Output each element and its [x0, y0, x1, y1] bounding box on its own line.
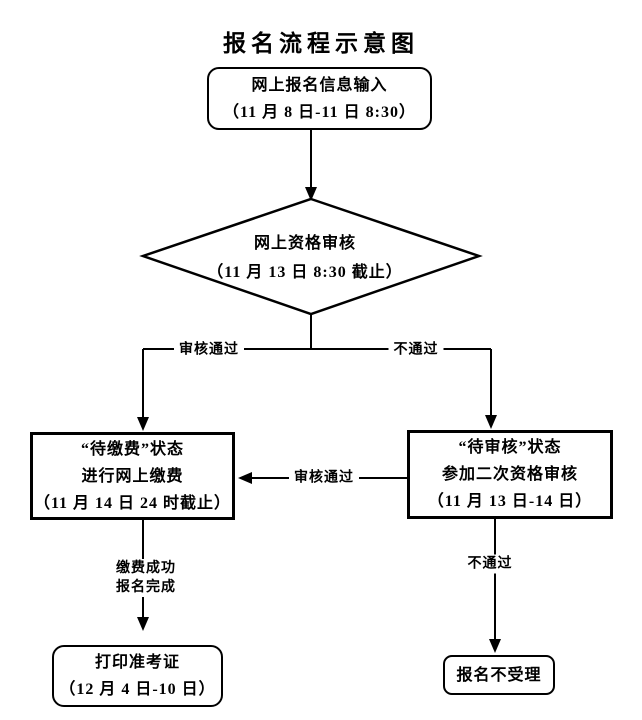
- node-pending-payment-line1: “待缴费”状态: [80, 440, 184, 458]
- node-pending-review-line1: “待审核”状态: [458, 439, 562, 456]
- arrowhead-to-pay-left: [238, 472, 252, 484]
- node-online-review-line1: 网上资格审核: [253, 235, 357, 252]
- node-online-input: 网上报名信息输入 （11 月 8 日-11 日 8:30）: [207, 67, 432, 130]
- label-review-fail: 不通过: [388, 340, 444, 360]
- node-print-ticket-line2: （12 月 4 日-10 日）: [59, 681, 216, 698]
- label-fail-bottom: 不通过: [462, 554, 518, 574]
- node-pending-review-line3: （11 月 13 日-14 日）: [427, 493, 593, 510]
- arrowhead-to-print: [137, 617, 149, 631]
- node-online-review-line2: （11 月 13 日 8:30 截止）: [207, 264, 403, 281]
- arrowhead-to-reject: [489, 639, 501, 653]
- node-print-ticket-line1: 打印准考证: [94, 654, 180, 671]
- label-review-pass: 审核通过: [174, 340, 244, 360]
- node-pending-payment-line2: 进行网上缴费: [81, 467, 184, 485]
- page-title: 报名流程示意图: [223, 31, 419, 56]
- arrowhead-to-review: [305, 187, 317, 201]
- arrowhead-to-second-review: [485, 415, 497, 429]
- node-online-review: 网上资格审核 （11 月 13 日 8:30 截止）: [207, 229, 402, 287]
- node-pending-payment-line3: （11 月 14 日 24 时截止）: [33, 494, 232, 512]
- label-payment-success-line1: 缴费成功: [116, 561, 176, 576]
- node-online-input-line2: （11 月 8 日-11 日 8:30）: [223, 103, 416, 121]
- node-not-accepted: 报名不受理: [443, 655, 555, 695]
- node-pending-payment: “待缴费”状态 进行网上缴费 （11 月 14 日 24 时截止）: [30, 432, 235, 520]
- node-online-input-line1: 网上报名信息输入: [251, 76, 388, 94]
- node-pending-review: “待审核”状态 参加二次资格审核 （11 月 13 日-14 日）: [407, 430, 613, 519]
- label-payment-success-line2: 报名完成: [116, 580, 176, 595]
- node-not-accepted-line1: 报名不受理: [456, 666, 542, 684]
- node-pending-review-line2: 参加二次资格审核: [441, 466, 578, 483]
- label-payment-success: 缴费成功 报名完成: [111, 559, 181, 597]
- node-print-ticket: 打印准考证 （12 月 4 日-10 日）: [52, 645, 223, 707]
- arrowhead-to-pay: [137, 417, 149, 431]
- label-second-review-pass: 审核通过: [289, 468, 359, 488]
